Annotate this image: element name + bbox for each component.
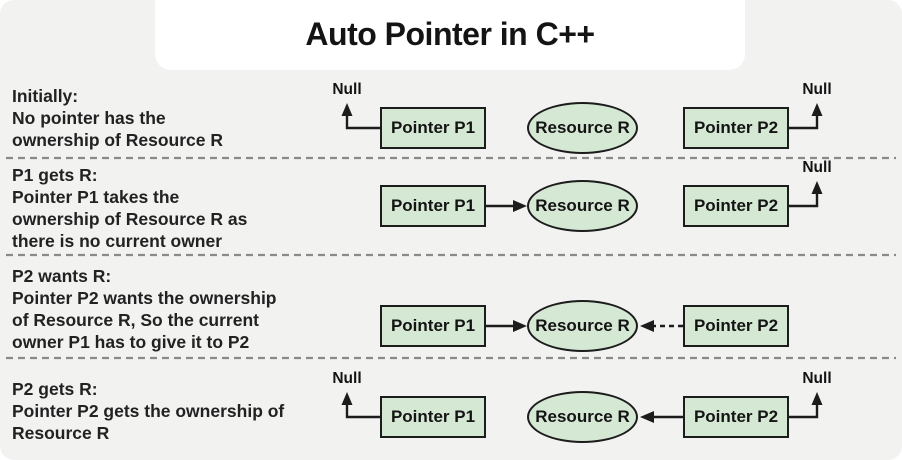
row2-pointer-p2-box: Pointer P2	[683, 185, 789, 227]
row4-pointer-p1-box: Pointer P1	[380, 396, 486, 438]
row4-pointer-p2-box: Pointer P2	[683, 396, 789, 438]
row2-p2-null-label: Null	[802, 159, 832, 176]
row3-pointer-p2-box: Pointer P2	[683, 305, 789, 347]
row3-p1-resource-arrowhead-icon	[513, 320, 527, 332]
row1-caption: Initially: No pointer has the ownership …	[12, 86, 224, 150]
row2-resource-r-ellipse: Resource R	[527, 180, 638, 232]
row1-p2-null-arrowhead-icon	[811, 103, 823, 116]
row1-p2-null-label: Null	[802, 81, 832, 98]
row1-pointer-p2-box: Pointer P2	[683, 107, 789, 149]
row4-caption: P2 gets R: Pointer P2 gets the ownership…	[12, 379, 285, 443]
row1-pointer-p1-box: Pointer P1	[380, 107, 486, 149]
row2-caption: P1 gets R: Pointer P1 takes the ownershi…	[12, 165, 248, 251]
page-title: Auto Pointer in C++	[305, 16, 595, 52]
row4-p2-null-arrowhead-icon	[811, 392, 823, 405]
row3-p2-resource-arrowhead-icon	[640, 320, 654, 332]
row1-resource-r-ellipse: Resource R	[527, 102, 638, 154]
row2-pointer-p1-box: Pointer P1	[380, 185, 486, 227]
row4-p2-null-elbow	[787, 405, 819, 419]
row2-p2-null-arrowhead-icon	[811, 181, 823, 194]
row1-p2-null-elbow	[787, 116, 819, 130]
row4-resource-r-ellipse: Resource R	[527, 391, 638, 443]
row3-pointer-p1-box: Pointer P1	[380, 305, 486, 347]
row4-p1-null-label: Null	[332, 370, 362, 387]
row3-resource-r-ellipse: Resource R	[527, 300, 638, 352]
row2-p1-resource-arrowhead-icon	[513, 200, 527, 212]
title-card: Auto Pointer in C++	[155, 0, 745, 70]
row1-p1-null-label: Null	[332, 81, 362, 98]
row4-p2-null-label: Null	[802, 370, 832, 387]
row3-caption: P2 wants R: Pointer P2 wants the ownersh…	[12, 266, 277, 352]
row4-p2-resource-arrowhead-icon	[640, 411, 654, 423]
row2-p2-null-elbow	[787, 194, 819, 208]
